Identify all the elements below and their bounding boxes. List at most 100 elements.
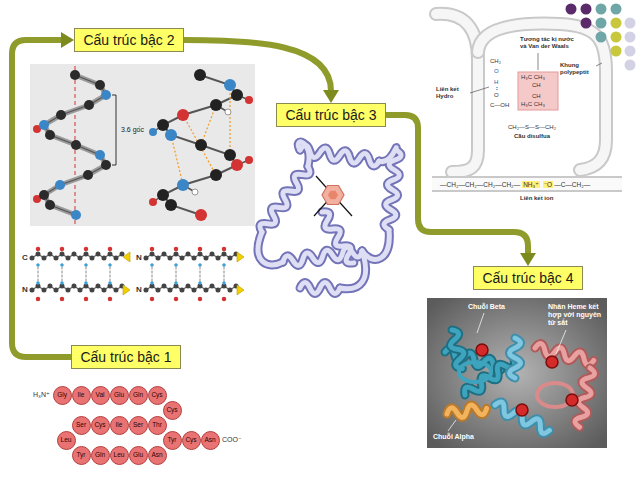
corner-dots-part [611, 32, 622, 43]
quaternary-protein-picture-part-part [446, 403, 487, 419]
level-label: Cấu trúc bậc 3 [276, 103, 386, 127]
beta-sheet-picture-part-part [38, 265, 236, 283]
quaternary-protein-picture-part-part [516, 404, 528, 416]
residue-name: Gly [57, 392, 67, 399]
bond-types-picture-part [470, 53, 602, 93]
quaternary-protein-picture [427, 298, 607, 448]
residue-name: Gln [95, 452, 105, 459]
beta-sheet-picture-part [123, 252, 244, 295]
amino-acid: Tyr [163, 431, 182, 450]
alpha-helix-picture-part [95, 150, 105, 160]
flow-arrow [386, 115, 528, 254]
flow-arrow [184, 40, 331, 91]
alpha-helix-picture-part [210, 99, 222, 111]
amino-acid: Cys [163, 401, 182, 420]
alpha-helix-picture-part [55, 180, 65, 190]
chem-formula: C—OH [490, 102, 509, 109]
alpha-helix-picture-part [165, 129, 177, 141]
amino-acid: Ser [129, 416, 148, 435]
terminus-label: N [136, 285, 142, 294]
chem-formula: O [494, 92, 499, 99]
bond-types-picture-part-part [538, 53, 539, 70]
arrow-head [61, 32, 74, 48]
arrow-head [323, 90, 339, 103]
beta-sheet-picture-part-part [32, 286, 122, 290]
bond-types-picture-part-part [432, 176, 622, 192]
residue-name: Glu [133, 452, 143, 459]
amino-acid: Ser [72, 416, 91, 435]
callout-label: Cầu disulfua [514, 133, 550, 140]
alpha-helix-picture-part [245, 96, 253, 104]
alpha-helix-picture-part [165, 199, 177, 211]
alpha-helix-picture-part [231, 89, 243, 101]
alpha-helix-picture-part [44, 75, 106, 215]
beta-sheet-picture-part-part [237, 252, 244, 262]
alpha-helix-picture-part [101, 160, 111, 170]
beta-sheet-picture-part [32, 254, 236, 290]
residue-name: Asn [204, 437, 215, 444]
alpha-helix-picture-part [71, 210, 81, 220]
residue-name: Ile [116, 422, 123, 429]
alpha-helix-picture-part [71, 140, 81, 150]
residue-name: Cys [185, 437, 196, 444]
corner-dots-part [566, 4, 577, 15]
bond-types-picture-part-part [478, 24, 606, 170]
alpha-helix-picture-part [44, 75, 106, 215]
level-label: Cấu trúc bậc 1 [71, 345, 181, 369]
chem-formula: NH₃⁺ [522, 181, 539, 188]
residue-name: Leu [61, 437, 72, 444]
alpha-helix-picture-part-part [229, 85, 230, 155]
corner-dots-part [581, 18, 592, 29]
beta-sheet-picture-part-part [146, 286, 236, 290]
corner-dots-part [611, 46, 622, 57]
beta-sheet-picture-part-part [146, 254, 236, 258]
quaternary-protein-picture-part-part [546, 356, 558, 368]
amino-acid: Leu [57, 431, 76, 450]
alpha-helix-picture-part [157, 119, 169, 131]
alpha-helix-picture-part [177, 109, 189, 121]
amino-acid: Asn [201, 431, 220, 450]
tertiary-protein-picture-part [314, 176, 352, 216]
quaternary-protein-picture-part [448, 313, 566, 431]
level-label: Cấu trúc bậc 4 [473, 266, 583, 290]
beta-sheet-picture-part-part [123, 285, 130, 295]
alpha-helix-picture-part [195, 209, 207, 221]
tertiary-protein-picture-part [322, 186, 344, 205]
quaternary-protein-picture-part-part [566, 394, 578, 406]
alpha-helix-picture-part [157, 189, 169, 201]
alpha-helix-picture-part [194, 69, 206, 81]
alpha-helix-picture-part [149, 128, 157, 136]
tertiary-protein-picture-part [328, 191, 338, 200]
callout-label: Khung polypeptit [560, 62, 594, 76]
amino-acid: Glu [129, 446, 148, 465]
corner-dots-part [611, 4, 622, 15]
beta-sheet-picture-part-part [32, 254, 122, 258]
beta-sheet-picture-part-part [123, 252, 130, 262]
tertiary-protein-picture-part [257, 142, 401, 293]
bond-types-picture-part [432, 14, 622, 184]
bond-types-picture-part-part [436, 14, 478, 172]
amino-acid: Thr [148, 416, 167, 435]
alpha-helix-picture [30, 64, 255, 226]
amino-acid: Val [91, 386, 110, 405]
quaternary-protein-picture-part-part [534, 343, 595, 366]
amino-acid: Glu [110, 386, 129, 405]
quaternary-protein-picture-part-part [476, 344, 488, 356]
chem-formula: CH [532, 93, 541, 100]
tertiary-protein-picture-part [257, 142, 401, 293]
alpha-helix-picture-part [30, 64, 255, 226]
alpha-helix-picture-part [224, 79, 236, 91]
amino-acid: Gly [53, 386, 72, 405]
alpha-helix-picture-part [45, 130, 55, 140]
quaternary-protein-picture-part-part [510, 338, 521, 378]
amino-acid: Cys [91, 416, 110, 435]
amino-acid: Cys [148, 386, 167, 405]
beta-sheet-picture-part-part [38, 267, 224, 281]
alpha-helix-picture-part [83, 170, 93, 180]
beta-sheet-picture-part-part [237, 285, 244, 295]
quaternary-protein-picture-part-part [556, 330, 566, 354]
alpha-helix-picture-part [45, 200, 55, 210]
dimension-label: 3.6 gốc [121, 126, 144, 134]
bond-types-picture-part-part [432, 178, 622, 190]
terminus-label: COO⁻ [222, 436, 242, 444]
